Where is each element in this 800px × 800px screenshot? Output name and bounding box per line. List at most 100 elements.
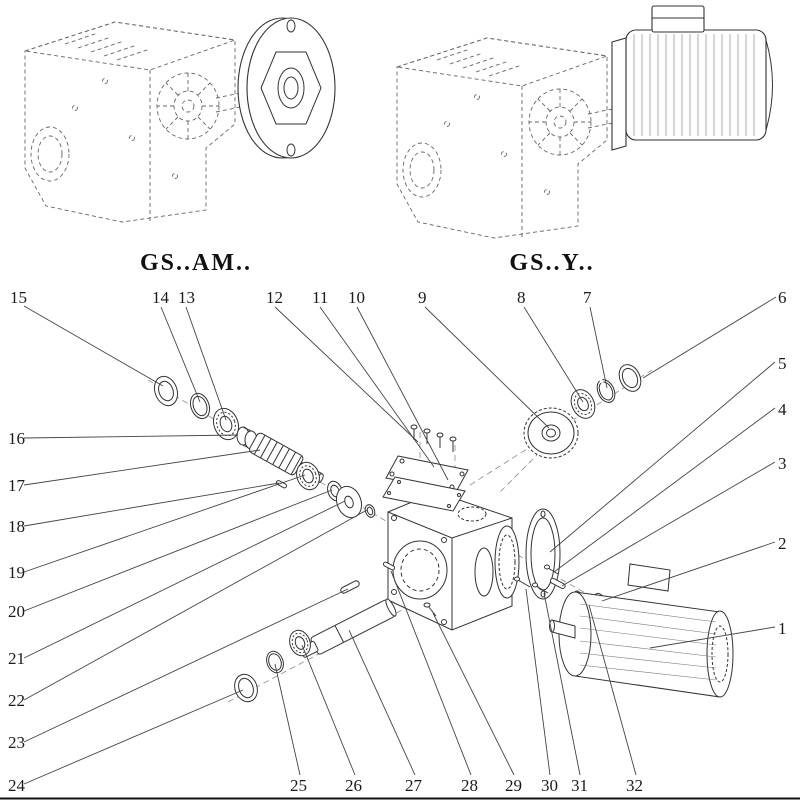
leader-line-12 [274, 306, 419, 443]
part-gear-9 [523, 407, 579, 459]
part-circlip-25 [266, 650, 284, 674]
callout-number-22: 22 [8, 691, 25, 710]
part-screw-29 [423, 602, 437, 617]
callout-number-31: 31 [571, 776, 588, 795]
leader-line-26 [301, 644, 356, 776]
callout-number-18: 18 [8, 517, 25, 536]
callout-number-17: 17 [8, 476, 26, 495]
motor-terminal-box [651, 5, 705, 33]
callout-number-6: 6 [778, 288, 787, 307]
leader-line-28 [390, 570, 472, 776]
leader-line-18 [23, 482, 280, 527]
leader-line-25 [274, 663, 301, 776]
variant-label-am: GS..AM.. [140, 250, 252, 276]
callout-32: 32 [588, 604, 643, 795]
callout-10: 10 [348, 288, 449, 481]
part-side-flange [494, 525, 520, 599]
part-stud-30 [514, 576, 531, 588]
callout-number-2: 2 [778, 534, 787, 553]
leader-line-5 [549, 361, 776, 553]
callout-5: 5 [549, 354, 787, 553]
callout-6: 6 [642, 288, 787, 379]
callout-23: 23 [8, 588, 349, 752]
callout-number-24: 24 [8, 776, 26, 795]
part-cover-gasket [382, 476, 466, 512]
part-oil-seal-24 [234, 673, 258, 703]
leader-line-9 [424, 306, 550, 429]
leader-line-17 [23, 449, 261, 486]
callout-3: 3 [561, 454, 787, 587]
part-spacer-ring-6 [618, 364, 642, 392]
callout-number-23: 23 [8, 733, 25, 752]
callout-number-9: 9 [418, 288, 427, 307]
callout-29: 29 [432, 612, 522, 795]
callout-number-27: 27 [405, 776, 423, 795]
y-motor [611, 5, 773, 151]
callout-31: 31 [543, 592, 588, 795]
leader-line-24 [23, 689, 244, 785]
leader-line-10 [356, 306, 449, 481]
gearbox-y-drawing [396, 5, 773, 239]
callout-13: 13 [178, 288, 227, 421]
leader-line-6 [642, 296, 777, 379]
part-key-3 [549, 577, 566, 590]
leader-line-3 [561, 461, 776, 587]
callout-number-10: 10 [348, 288, 365, 307]
callout-number-16: 16 [8, 429, 25, 448]
leader-line-23 [23, 588, 349, 743]
callout-14: 14 [152, 288, 201, 403]
callout-24: 24 [8, 689, 244, 795]
callouts: 1 2 3 4 5 6 7 8 [8, 288, 787, 795]
callout-number-8: 8 [517, 288, 526, 307]
callout-number-28: 28 [461, 776, 478, 795]
leader-line-15 [23, 305, 164, 387]
callout-16: 16 [8, 429, 239, 448]
leader-line-14 [160, 306, 201, 403]
callout-25: 25 [274, 663, 307, 795]
callout-27: 27 [348, 629, 423, 795]
callout-number-5: 5 [778, 354, 787, 373]
part-pin-28 [382, 561, 396, 571]
variant-label-y: GS..Y.. [509, 250, 594, 276]
part-bearing-26 [289, 629, 311, 657]
callout-number-4: 4 [778, 400, 787, 419]
leader-line-8 [523, 306, 584, 403]
callout-19: 19 [8, 474, 306, 582]
callout-number-21: 21 [8, 649, 25, 668]
part-circlip-7 [596, 378, 616, 403]
callout-number-3: 3 [778, 454, 787, 473]
callout-number-15: 15 [10, 288, 27, 307]
callout-9: 9 [418, 288, 550, 429]
part-screw-4 [544, 564, 559, 575]
part-oil-seal-15 [153, 375, 179, 407]
callout-21: 21 [8, 500, 346, 668]
leader-line-20 [23, 489, 333, 612]
leader-line-4 [553, 407, 776, 573]
leader-line-1 [649, 626, 776, 649]
part-bearing-19 [296, 461, 320, 491]
leader-line-19 [23, 474, 306, 573]
part-circlip-14 [189, 392, 211, 420]
gearbox-am-drawing [24, 17, 336, 223]
callout-28: 28 [390, 570, 478, 795]
callout-number-30: 30 [541, 776, 558, 795]
callout-7: 7 [583, 288, 608, 389]
leader-line-11 [319, 306, 435, 468]
leader-line-13 [185, 306, 227, 421]
callout-12: 12 [266, 288, 419, 443]
callout-2: 2 [601, 534, 787, 602]
callout-number-25: 25 [290, 776, 307, 795]
callout-number-29: 29 [505, 776, 522, 795]
part-oring-22 [364, 504, 376, 518]
leader-line-21 [23, 500, 346, 659]
callout-number-1: 1 [778, 619, 787, 638]
callout-number-32: 32 [626, 776, 643, 795]
callout-number-26: 26 [345, 776, 362, 795]
callout-number-11: 11 [312, 288, 328, 307]
part-bearing-8 [570, 389, 596, 419]
part-motor [549, 563, 734, 698]
part-stud-31 [532, 582, 549, 594]
leader-line-22 [23, 509, 368, 701]
leader-line-27 [348, 629, 416, 776]
